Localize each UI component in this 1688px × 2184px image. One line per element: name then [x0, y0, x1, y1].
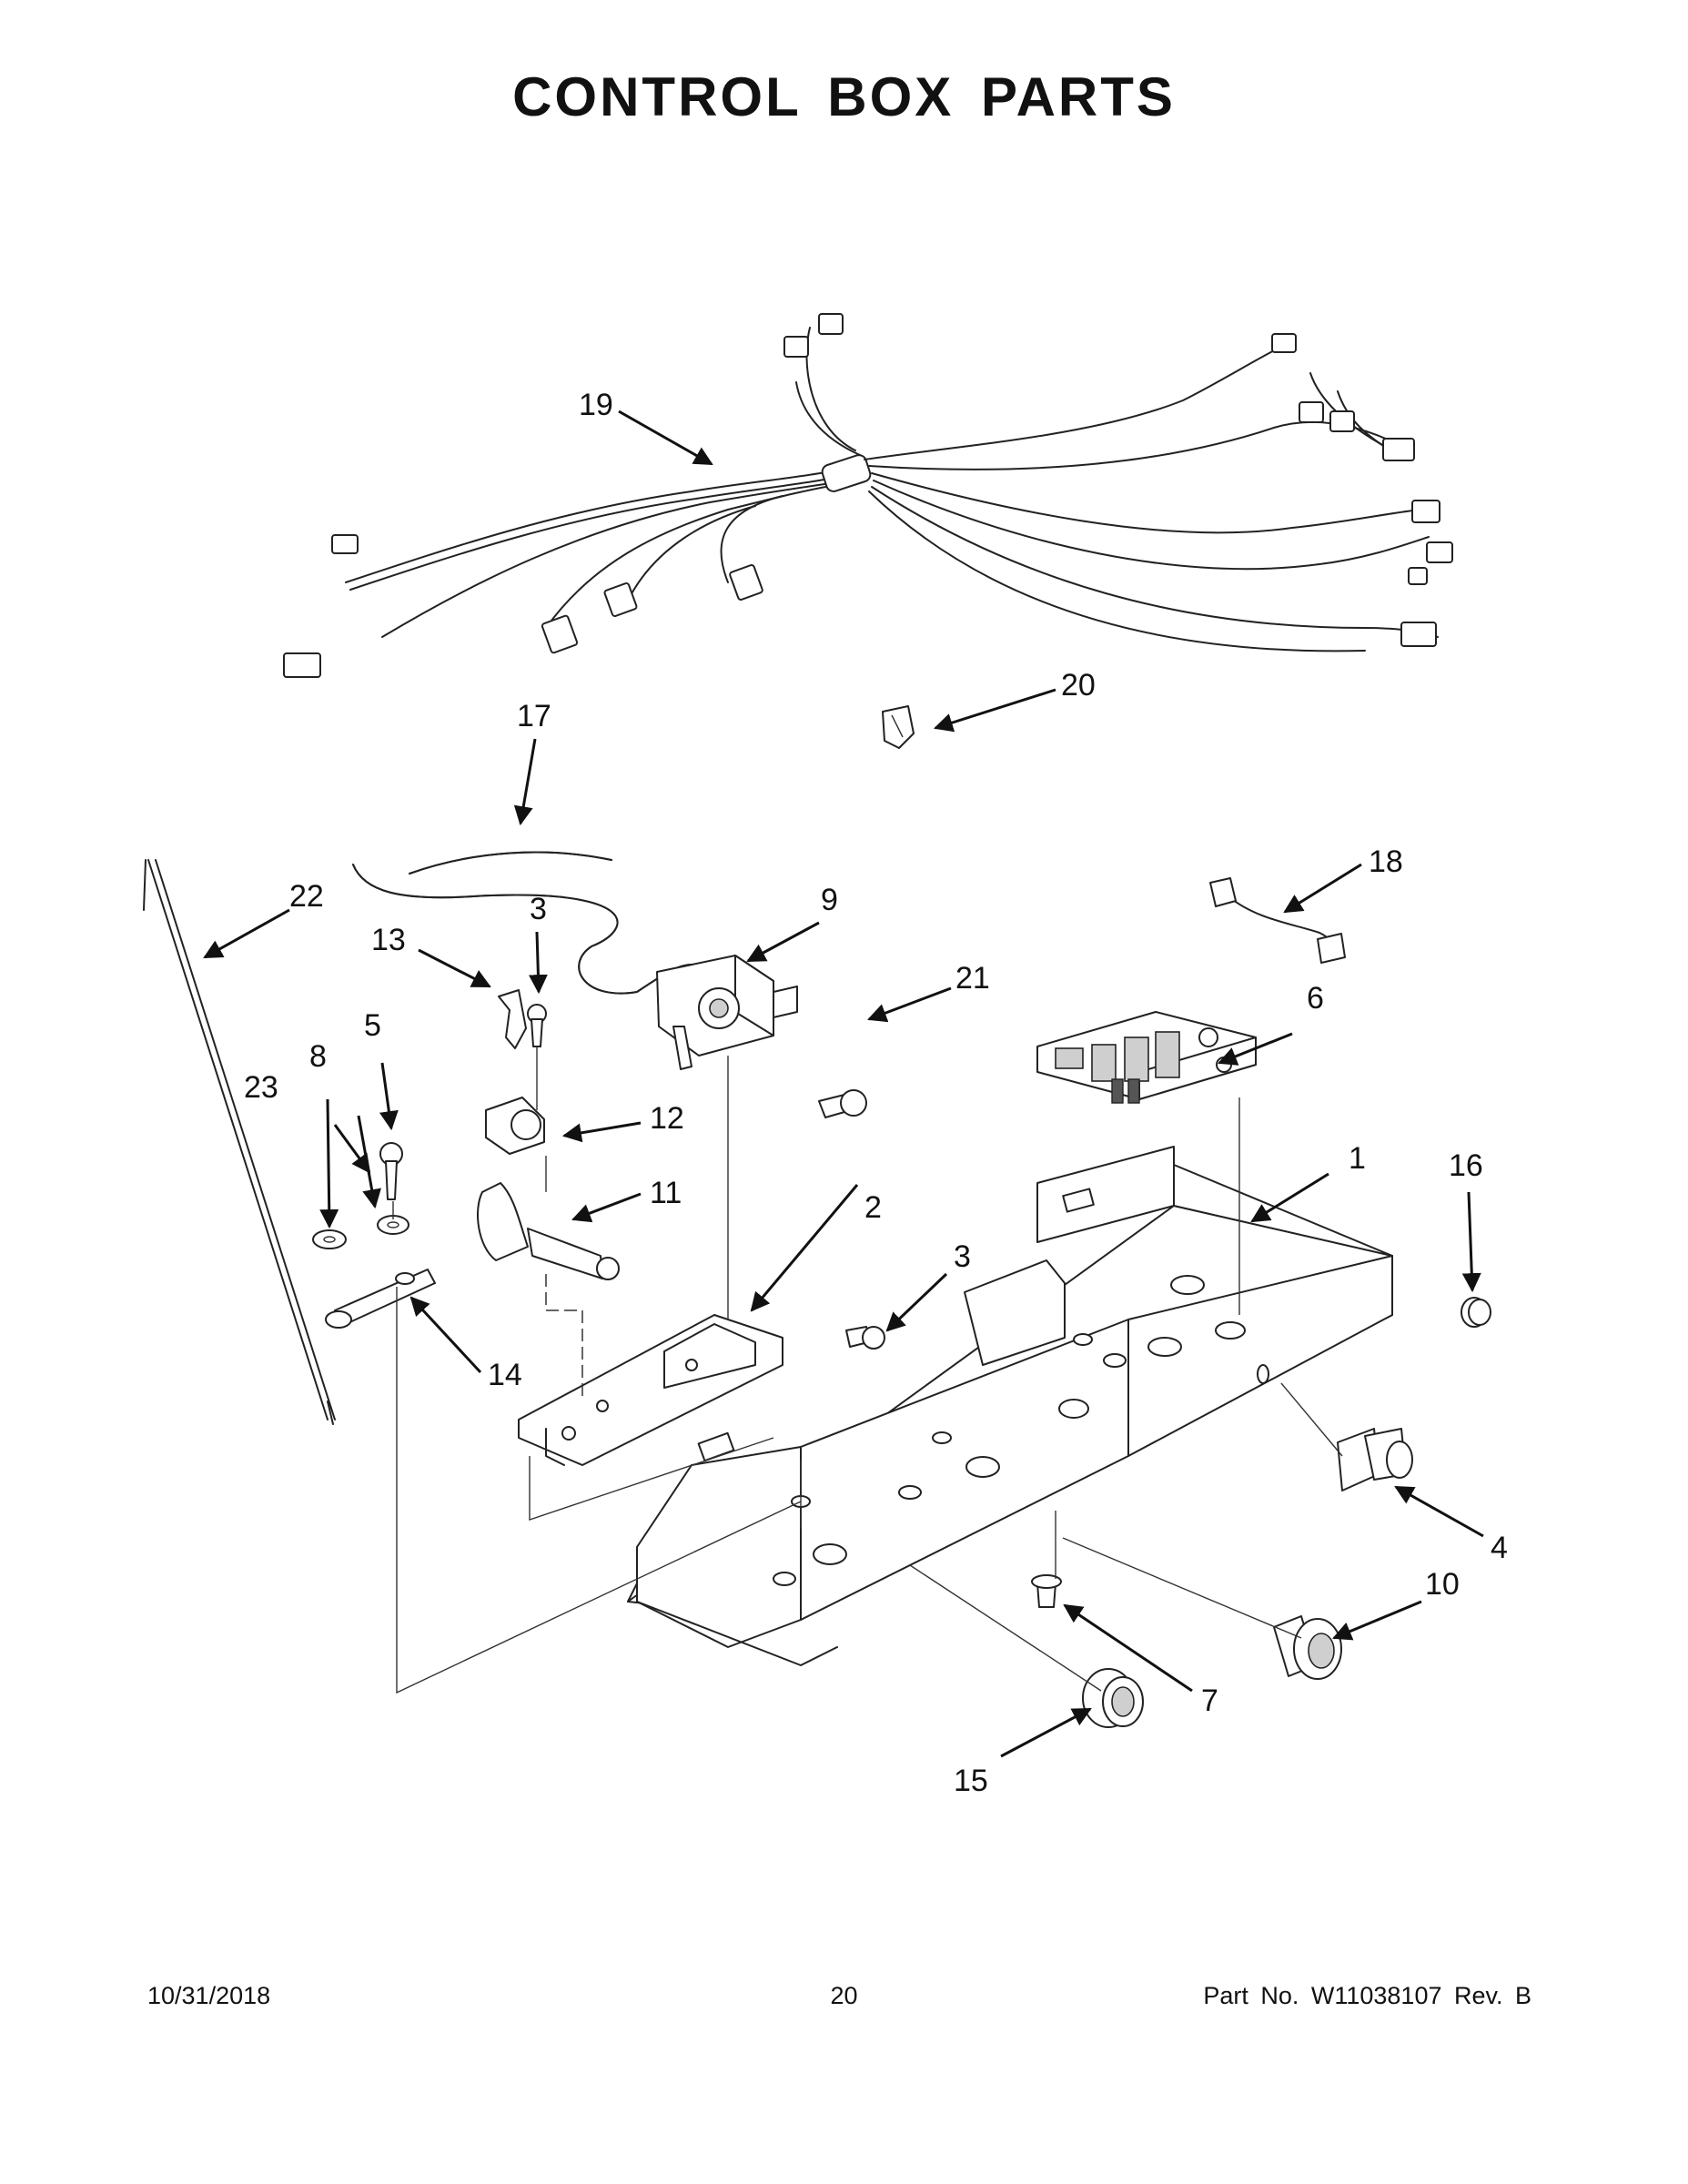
callout-3-upper: 3 — [530, 892, 547, 926]
callout-8: 8 — [309, 1039, 327, 1074]
screw-part-7 — [1031, 1574, 1062, 1608]
lever-part-14 — [325, 1269, 436, 1329]
callout-11: 11 — [650, 1176, 682, 1210]
callout-9: 9 — [821, 883, 838, 917]
callout-5: 5 — [364, 1008, 381, 1043]
switch-part-4 — [1337, 1428, 1413, 1491]
callout-19: 19 — [579, 388, 613, 422]
callout-10: 10 — [1425, 1567, 1460, 1602]
shaft-part-11 — [477, 1182, 620, 1280]
screw-part-3b — [845, 1326, 885, 1350]
callout-14: 14 — [488, 1358, 522, 1392]
callout-13: 13 — [371, 923, 406, 957]
callout-1: 1 — [1349, 1141, 1366, 1176]
small-harness-part — [1209, 877, 1346, 964]
alignment-lines — [392, 1046, 1343, 1694]
screw-part-3a — [527, 1004, 547, 1047]
callout-2: 2 — [864, 1190, 882, 1225]
plug-part-16 — [1461, 1297, 1491, 1328]
callout-22: 22 — [289, 879, 324, 914]
callout-16: 16 — [1449, 1148, 1483, 1183]
callout-4: 4 — [1491, 1531, 1508, 1565]
bracket-part-12 — [485, 1097, 545, 1155]
callout-6: 6 — [1307, 981, 1324, 1016]
wire-clip-part — [882, 705, 915, 749]
footer-date: 10/31/2018 — [147, 1982, 271, 2009]
footer-part-number: Part No. W11038107 Rev. B — [1203, 1982, 1531, 2009]
button-part-15 — [1082, 1668, 1144, 1728]
leader-arrows — [203, 410, 1484, 1758]
callout-12: 12 — [650, 1101, 684, 1136]
rod-part — [143, 859, 336, 1425]
tube-part — [352, 851, 692, 995]
callout-17: 17 — [517, 699, 551, 733]
callout-7: 7 — [1201, 1684, 1218, 1718]
callout-20: 20 — [1061, 668, 1096, 703]
callout-3-lower: 3 — [954, 1239, 971, 1274]
wire-harness — [283, 313, 1453, 678]
screw-part-21 — [818, 1089, 867, 1118]
bracket-part — [518, 1314, 783, 1466]
thermostat-part — [656, 955, 798, 1070]
callout-23: 23 — [244, 1070, 278, 1105]
callout-15: 15 — [954, 1764, 988, 1798]
footer-page-number: 20 — [830, 1982, 858, 2009]
callout-18: 18 — [1369, 844, 1403, 879]
button-part-10 — [1273, 1615, 1342, 1680]
callout-21: 21 — [955, 961, 990, 996]
control-board-part — [1036, 1011, 1257, 1104]
screw-part-5 — [379, 1142, 403, 1200]
page-title: CONTROL BOX PARTS — [512, 66, 1176, 127]
callout-labels: 1 2 3 3 4 5 6 7 8 9 10 11 12 13 14 15 16… — [244, 388, 1508, 1798]
washer-part-23 — [312, 1229, 347, 1249]
control-box-housing — [627, 1146, 1393, 1666]
clip-part-13 — [498, 989, 527, 1049]
